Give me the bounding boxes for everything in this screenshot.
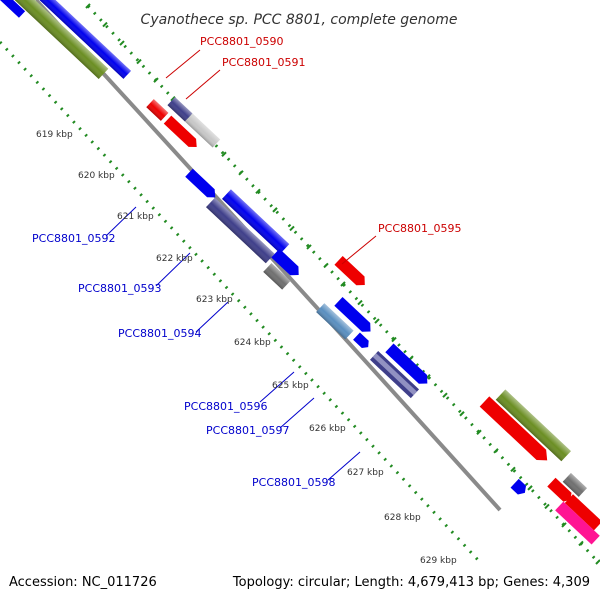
leader-0595 bbox=[341, 235, 377, 265]
leader-0592 bbox=[105, 206, 137, 237]
outer-tick bbox=[544, 503, 550, 510]
gene-label-0598[interactable]: PCC8801_0598 bbox=[252, 476, 335, 489]
tick-label: 623 kbp bbox=[196, 295, 233, 305]
gene-blue-arrow-0597[interactable] bbox=[353, 332, 372, 351]
outer-tick bbox=[442, 392, 448, 398]
gene-blue-arrow[interactable] bbox=[334, 296, 374, 336]
gene-blue-arrow[interactable] bbox=[385, 343, 431, 387]
gene-red-arrow-0595[interactable] bbox=[334, 255, 368, 289]
outer-tick bbox=[527, 485, 533, 491]
gene-label-0590[interactable]: PCC8801_0590 bbox=[200, 35, 283, 48]
gene-red-arrow[interactable] bbox=[479, 396, 552, 465]
leader-0594 bbox=[195, 301, 229, 333]
outer-tick bbox=[85, 3, 91, 9]
gene-label-0595[interactable]: PCC8801_0595 bbox=[378, 222, 461, 235]
inner-dotted-line bbox=[0, 40, 480, 562]
gene-label-0596[interactable]: PCC8801_0596 bbox=[184, 400, 267, 413]
tick-label: 625 kbp bbox=[272, 381, 309, 391]
outer-tick bbox=[238, 170, 244, 176]
outer-tick bbox=[459, 411, 465, 417]
gene-blue-arrow[interactable] bbox=[510, 478, 529, 497]
accession-text: Accession: NC_011726 bbox=[9, 575, 157, 590]
outer-tick bbox=[595, 559, 600, 565]
outer-tick bbox=[391, 336, 397, 343]
genome-summary-text: Topology: circular; Length: 4,679,413 bp… bbox=[232, 575, 590, 590]
leader-0598 bbox=[327, 451, 361, 481]
tick-label: 622 kbp bbox=[156, 254, 193, 264]
outer-tick bbox=[323, 262, 329, 269]
outer-tick bbox=[136, 58, 142, 65]
leader-0596 bbox=[259, 371, 295, 403]
kbp-scale: 619 kbp 620 kbp 621 kbp 622 kbp 623 kbp … bbox=[36, 130, 457, 566]
gene-blue[interactable] bbox=[0, 0, 26, 18]
outer-tick bbox=[272, 207, 278, 213]
outer-tick bbox=[476, 429, 482, 435]
leader-0591 bbox=[185, 69, 221, 100]
outer-tick-marks bbox=[85, 3, 600, 565]
dotted-guide-lines bbox=[0, 4, 600, 564]
outer-tick bbox=[510, 466, 516, 473]
leader-0597 bbox=[279, 397, 315, 429]
outer-tick bbox=[119, 40, 125, 46]
tick-label: 626 kbp bbox=[309, 424, 346, 434]
outer-tick bbox=[306, 244, 312, 250]
outer-tick bbox=[340, 281, 346, 287]
outer-tick bbox=[289, 225, 295, 232]
gene-label-0591[interactable]: PCC8801_0591 bbox=[222, 56, 305, 69]
outer-tick bbox=[578, 540, 584, 547]
gene-pink[interactable] bbox=[555, 501, 600, 545]
outer-tick bbox=[374, 318, 380, 324]
leader-0590 bbox=[165, 49, 201, 79]
tick-label: 619 kbp bbox=[36, 130, 73, 140]
outer-tick bbox=[493, 448, 499, 454]
outer-tick bbox=[221, 151, 227, 157]
gene-blue-arrow[interactable] bbox=[271, 248, 303, 280]
tick-label: 621 kbp bbox=[117, 212, 154, 222]
tick-label: 628 kbp bbox=[384, 513, 421, 523]
tick-label: 620 kbp bbox=[78, 171, 115, 181]
gene-red-arrow[interactable] bbox=[163, 115, 201, 151]
outer-tick bbox=[561, 522, 567, 528]
gene-blue-arrow[interactable] bbox=[185, 168, 219, 202]
gene-features bbox=[0, 0, 600, 545]
gene-labels: PCC8801_0590 PCC8801_0591 PCC8801_0595 P… bbox=[32, 35, 461, 489]
outer-tick bbox=[102, 21, 108, 28]
gene-label-0594[interactable]: PCC8801_0594 bbox=[118, 327, 201, 340]
outer-tick bbox=[153, 77, 159, 83]
outer-tick bbox=[170, 95, 176, 102]
tick-label: 627 kbp bbox=[347, 468, 384, 478]
genome-title: Cyanothece sp. PCC 8801, complete genome bbox=[141, 12, 458, 28]
gene-red[interactable] bbox=[564, 494, 600, 531]
outer-tick bbox=[357, 299, 363, 306]
gene-label-0593[interactable]: PCC8801_0593 bbox=[78, 282, 161, 295]
label-leader-lines bbox=[105, 49, 377, 481]
tick-label: 624 kbp bbox=[234, 338, 271, 348]
gene-label-0597[interactable]: PCC8801_0597 bbox=[206, 424, 289, 437]
tick-label: 629 kbp bbox=[420, 556, 457, 566]
outer-tick bbox=[255, 188, 261, 195]
gene-label-0592[interactable]: PCC8801_0592 bbox=[32, 232, 115, 245]
gene-red-arrow[interactable] bbox=[547, 477, 574, 505]
leader-0593 bbox=[155, 252, 191, 287]
